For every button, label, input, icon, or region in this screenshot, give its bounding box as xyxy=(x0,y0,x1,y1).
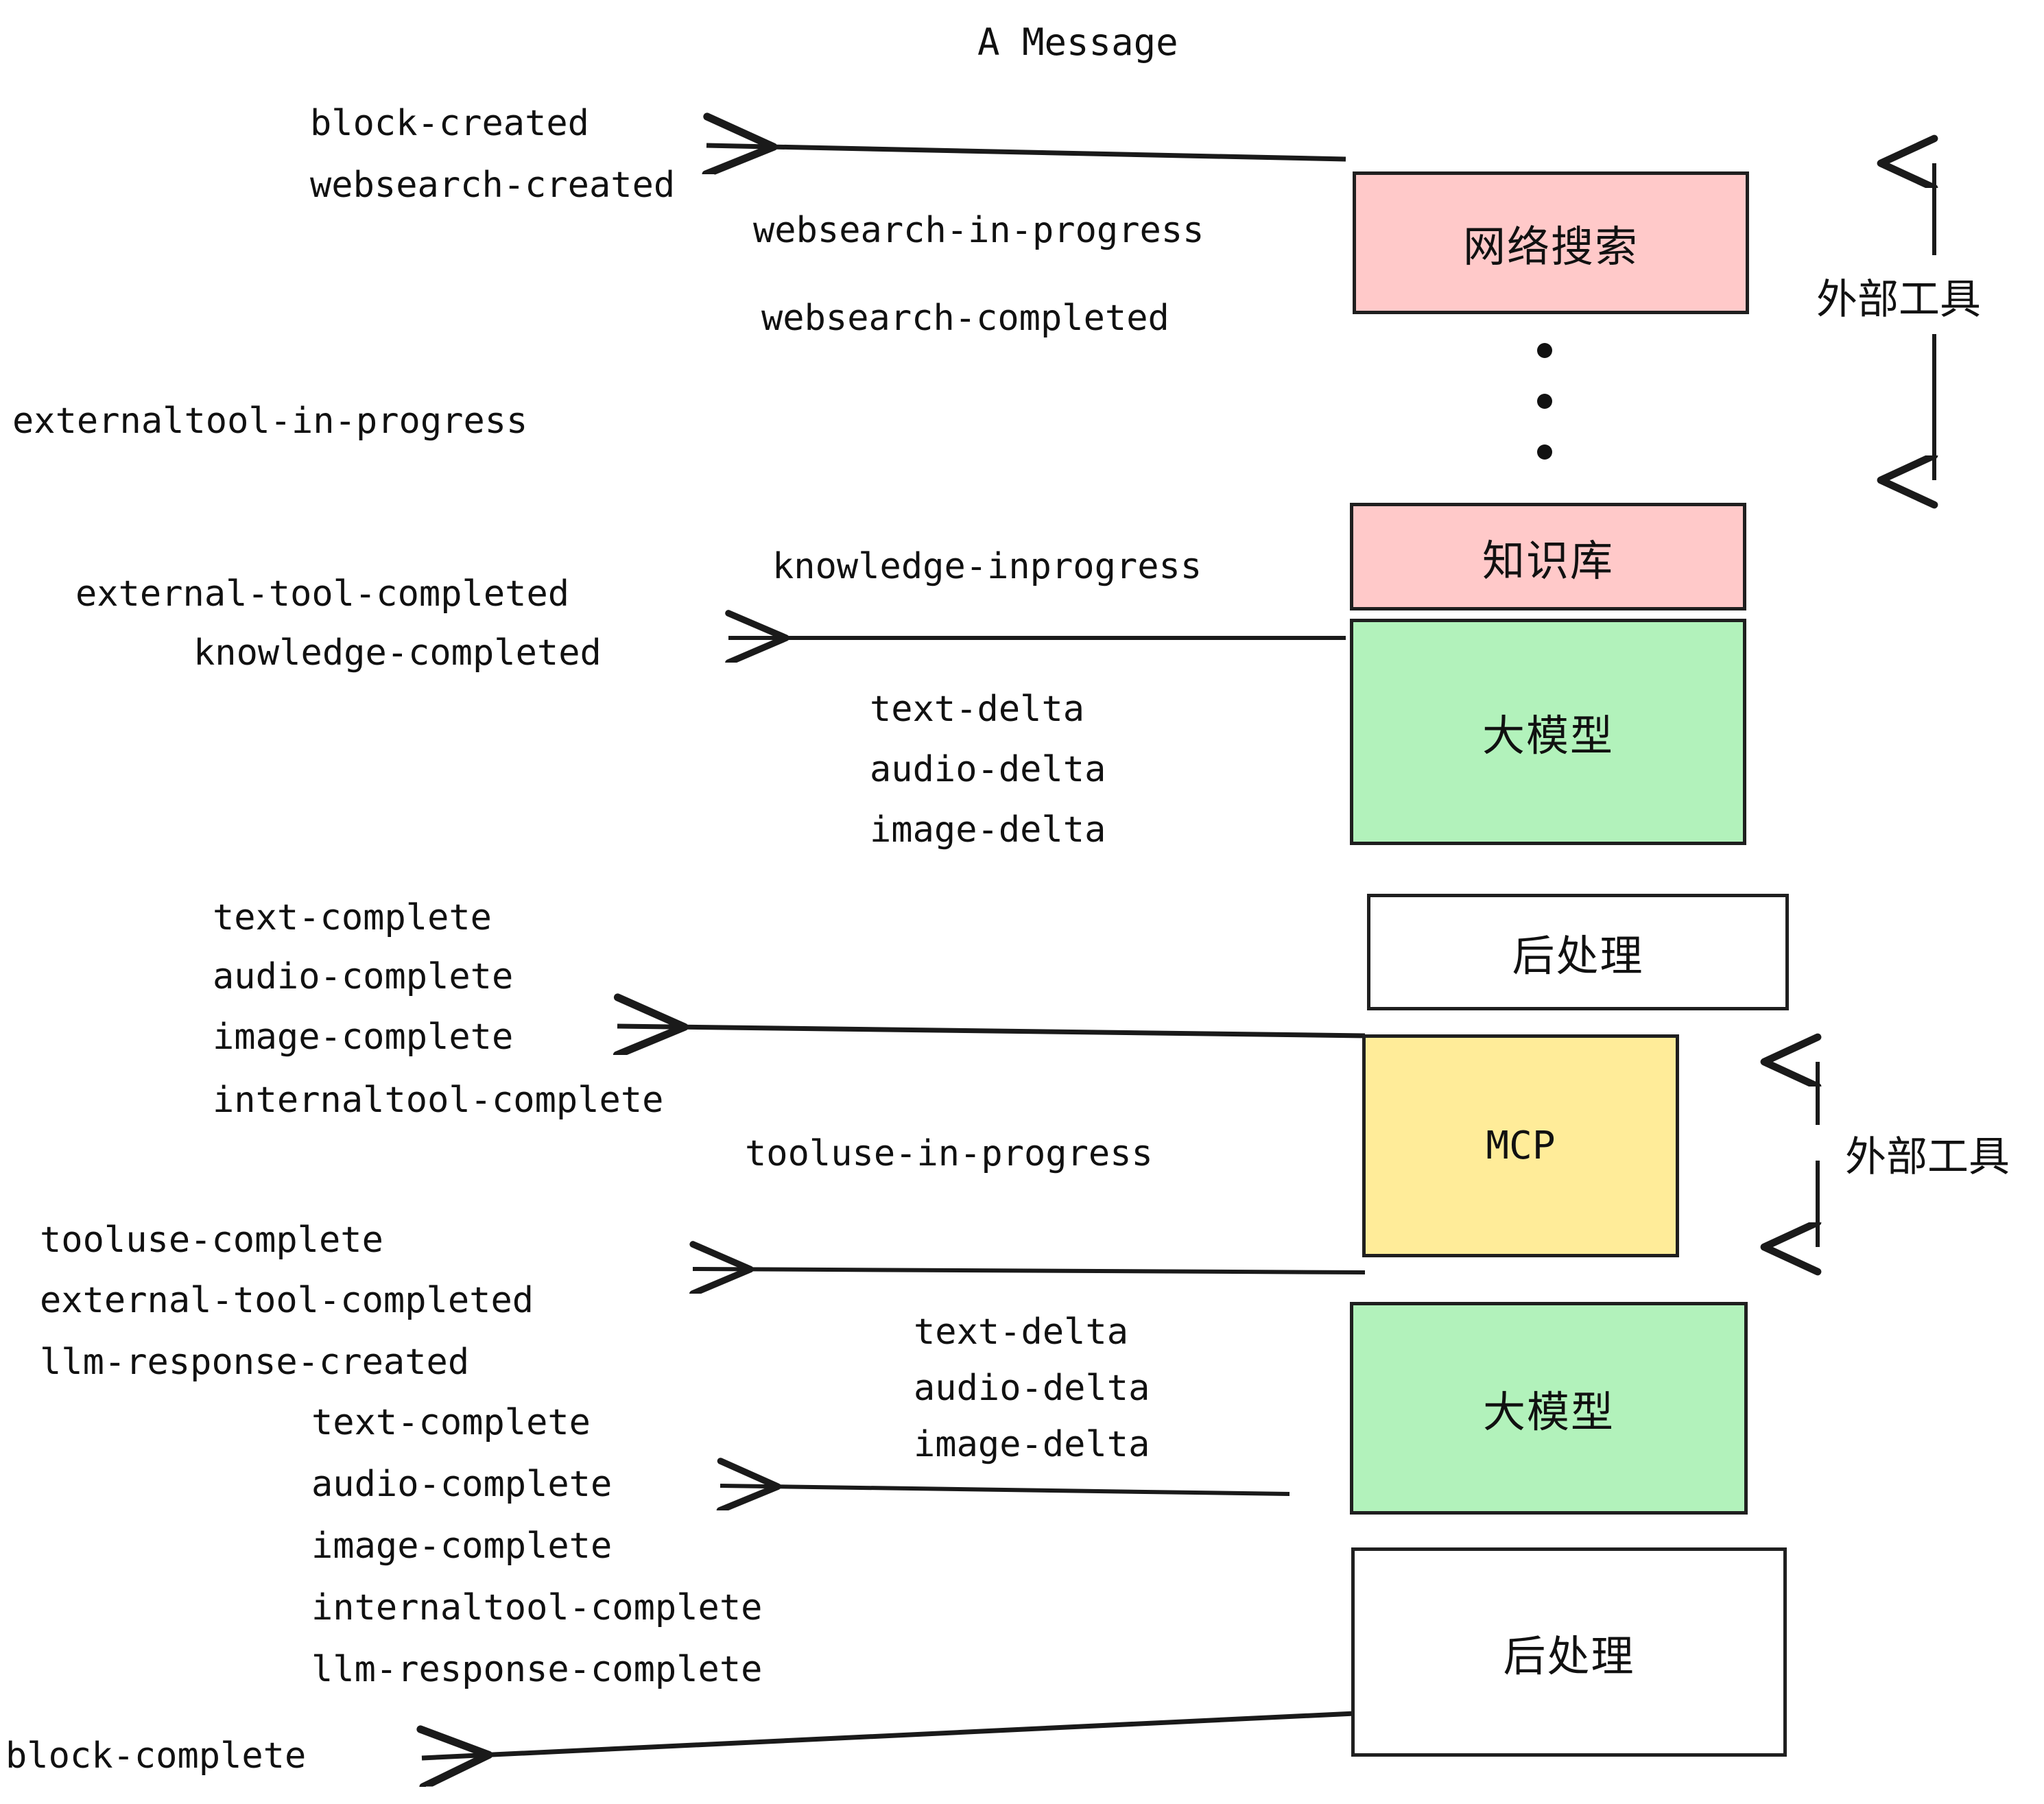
event-websearch-completed: websearch-completed xyxy=(761,298,1169,339)
event-llm-response-complete: llm-response-complete xyxy=(311,1649,763,1690)
event-external-tool-completed-2: external-tool-completed xyxy=(40,1280,534,1321)
arrow-websearch-to-block-created xyxy=(706,145,1346,159)
event-tooluse-complete: tooluse-complete xyxy=(40,1220,383,1261)
event-knowledge-inprogress: knowledge-inprogress xyxy=(772,546,1202,587)
event-websearch-in-progress: websearch-in-progress xyxy=(753,210,1204,251)
node-postprocess-1-label: 后处理 xyxy=(1512,931,1644,981)
dot-3 xyxy=(1537,444,1552,460)
node-mcp-label: MCP xyxy=(1486,1124,1556,1168)
event-knowledge-completed: knowledge-completed xyxy=(193,632,602,674)
event-audio-complete-1: audio-complete xyxy=(213,956,514,997)
node-postprocess-1[interactable]: 后处理 xyxy=(1367,894,1789,1010)
event-text-delta-1: text-delta xyxy=(870,689,1085,730)
event-audio-delta-1: audio-delta xyxy=(870,749,1106,790)
event-block-created: block-created xyxy=(310,103,589,144)
node-llm-1[interactable]: 大模型 xyxy=(1350,619,1746,845)
arrow-postprocess2-to-block-complete xyxy=(422,1711,1355,1758)
event-text-delta-2: text-delta xyxy=(914,1312,1129,1353)
event-internaltool-complete-1: internaltool-complete xyxy=(213,1080,664,1121)
arrow-llm2-to-audio-complete xyxy=(720,1486,1290,1494)
event-block-complete: block-complete xyxy=(5,1735,307,1777)
event-external-tool-completed-1: external-tool-completed xyxy=(75,573,570,615)
node-postprocess-2[interactable]: 后处理 xyxy=(1351,1547,1787,1757)
event-audio-complete-2: audio-complete xyxy=(311,1464,613,1505)
page-title: A Message xyxy=(977,21,1178,64)
event-websearch-created: websearch-created xyxy=(310,165,676,206)
dot-1 xyxy=(1537,343,1552,358)
group-label-external-tools-top: 外部工具 xyxy=(1816,276,1981,324)
event-image-delta-2: image-delta xyxy=(914,1424,1150,1465)
event-image-complete-2: image-complete xyxy=(311,1526,613,1567)
node-llm-1-label: 大模型 xyxy=(1482,711,1614,761)
node-websearch[interactable]: 网络搜索 xyxy=(1353,171,1749,314)
event-tooluse-in-progress: tooluse-in-progress xyxy=(745,1133,1153,1174)
node-llm-2[interactable]: 大模型 xyxy=(1350,1302,1748,1515)
node-postprocess-2-label: 后处理 xyxy=(1503,1630,1635,1681)
event-image-complete-1: image-complete xyxy=(213,1017,514,1058)
event-llm-response-created: llm-response-created xyxy=(40,1342,470,1383)
node-websearch-label: 网络搜索 xyxy=(1462,222,1639,272)
event-image-delta-1: image-delta xyxy=(870,809,1106,851)
group-label-external-tools-bottom: 外部工具 xyxy=(1845,1133,2010,1181)
arrow-postprocess1-to-image-complete xyxy=(617,1026,1366,1036)
event-internaltool-complete-2: internaltool-complete xyxy=(311,1587,763,1628)
ellipsis-dots xyxy=(1536,343,1553,460)
event-text-complete-1: text-complete xyxy=(213,897,492,938)
dot-2 xyxy=(1537,394,1552,409)
event-externaltool-in-progress: externaltool-in-progress xyxy=(12,401,528,442)
node-llm-2-label: 大模型 xyxy=(1482,1387,1615,1437)
node-mcp[interactable]: MCP xyxy=(1362,1034,1679,1257)
node-knowledge[interactable]: 知识库 xyxy=(1350,503,1746,610)
event-text-complete-2: text-complete xyxy=(311,1402,591,1443)
arrow-mcp-to-tooluse-complete xyxy=(693,1269,1366,1272)
node-knowledge-label: 知识库 xyxy=(1482,535,1614,586)
event-audio-delta-2: audio-delta xyxy=(914,1368,1150,1409)
